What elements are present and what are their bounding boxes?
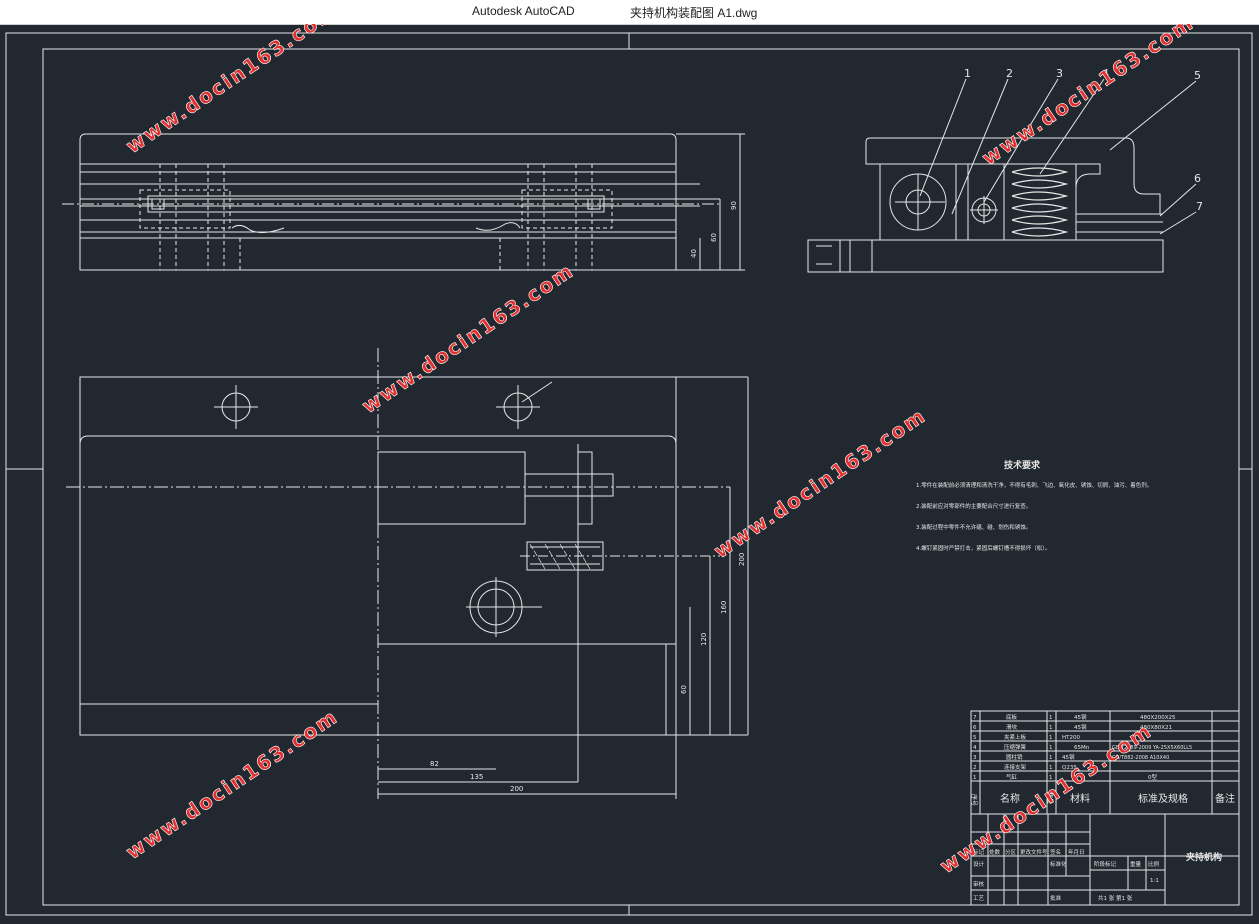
bom-row-3-no: 3 (973, 755, 977, 761)
bom-row-1-qty: 1 (1049, 775, 1053, 781)
balloon-2: 2 (1006, 67, 1013, 80)
dim-plan-200: 200 (738, 553, 746, 566)
front-view (62, 133, 745, 271)
title-block-stage: 阶段标记 (1094, 860, 1117, 868)
dim-plan-120: 120 (700, 633, 708, 646)
bom-header-spec: 标准及规格 (1138, 792, 1188, 805)
bom-row-5-no: 5 (973, 735, 977, 741)
bom-row-2-material: Q235 (1062, 765, 1077, 771)
balloon-4: 4 (1102, 67, 1109, 80)
bom-row-2-name: 连接支架 (1004, 763, 1027, 771)
title-block-count: 处数 (989, 848, 1001, 856)
bom-row-7-qty: 1 (1049, 715, 1053, 721)
bom-header-no: 序号 (970, 794, 978, 806)
title-block-std: 标准化 (1050, 860, 1067, 868)
balloon-1: 1 (964, 67, 971, 80)
balloon-6: 6 (1194, 172, 1201, 185)
bom-row-3-qty: 1 (1049, 755, 1053, 761)
bom-row-6-spec: 480X80X21 (1140, 725, 1172, 731)
bom-header-note: 备注 (1215, 792, 1235, 805)
title-block-review: 审核 (973, 880, 985, 888)
watermark-1: www.docin163.com (121, 24, 342, 158)
title-block-scale-value: 1:1 (1150, 878, 1159, 884)
tech-requirement-1: 1.零件在装配前必须清理和清洗干净，不得有毛刺、飞边、氧化皮、锈蚀、切屑、油污、… (916, 481, 1152, 489)
bom-header-qty: 数量 (1046, 792, 1054, 804)
title-block-zone: 分区 (1005, 848, 1017, 856)
bom-row-5-name: 夹紧上板 (1004, 733, 1027, 741)
title-block-process: 工艺 (973, 895, 985, 902)
dim-plan-60: 60 (680, 685, 688, 694)
bom-row-2-qty: 1 (1049, 765, 1053, 771)
watermark-3: www.docin163.com (357, 258, 578, 418)
tech-requirement-4: 4.螺钉紧固时严禁打击，紧固后螺钉槽不得损坏（松）。 (916, 544, 1051, 552)
bom-row-7-spec: 480X200X25 (1140, 715, 1176, 721)
dim-front-90: 90 (730, 201, 738, 210)
bom-row-3-name: 圆柱销 (1006, 753, 1023, 761)
bom-row-1-no: 1 (973, 775, 977, 781)
window-titlebar: Autodesk AutoCAD 夹持机构装配图 A1.dwg (0, 0, 1259, 25)
title-block-approve: 批准 (1050, 894, 1062, 902)
bom-row-6-qty: 1 (1049, 725, 1053, 731)
bom-header-name: 名称 (1000, 792, 1020, 805)
title-block-scale: 比例 (1148, 860, 1160, 868)
title-block-sign: 签名 (1050, 848, 1061, 856)
title-block-sheet-info: 共1 张 第1 张 (1098, 894, 1133, 902)
title-block-date: 年月日 (1068, 848, 1085, 856)
bom-row-7-no: 7 (973, 715, 977, 721)
watermark-2: www.docin163.com (977, 24, 1198, 170)
bom-row-4-no: 4 (973, 745, 977, 751)
bom-row-5-material: HT200 (1062, 735, 1080, 741)
bom-row-4-spec: GB/T2089-2009 YA-25X5X60LL5 (1112, 745, 1192, 751)
bom-row-6-no: 6 (973, 725, 977, 731)
bom-row-1-spec: 0型 (1148, 773, 1157, 781)
bom-row-5-qty: 1 (1049, 735, 1053, 741)
title-block-design: 设计 (973, 860, 985, 868)
bom-row-7-name: 底板 (1006, 713, 1018, 721)
bom-row-6-material: 45钢 (1074, 723, 1087, 731)
dim-front-40: 40 (690, 249, 698, 258)
bom-row-4-qty: 1 (1049, 745, 1053, 751)
bom-row-1-name: 气缸 (1006, 773, 1018, 781)
bom-row-4-name: 压缩弹簧 (1004, 743, 1027, 751)
bom-row-4-material: 65Mn (1074, 745, 1090, 751)
bom-row-3-spec: GB/T882-2008 A10X40 (1112, 755, 1169, 761)
tech-requirement-3: 3.装配过程中零件不允许磕、碰、划伤和锈蚀。 (916, 523, 1031, 531)
plan-view (66, 348, 749, 799)
balloon-7: 7 (1196, 200, 1203, 213)
dim-plan-135: 135 (470, 773, 483, 781)
dim-front-60: 60 (710, 233, 718, 242)
watermark-4: www.docin163.com (709, 403, 930, 563)
bom-table-grid (970, 710, 1240, 906)
tech-requirements-title: 技术要求 (1004, 459, 1041, 471)
title-block-mark: 标记 (973, 848, 985, 856)
bom-row-7-material: 45钢 (1074, 713, 1087, 721)
title-block-docno: 更改文件号 (1020, 848, 1048, 856)
bom-row-3-material: 45钢 (1062, 753, 1075, 761)
balloon-5: 5 (1194, 69, 1201, 82)
tech-requirement-2: 2.装配前应对零部件的主要配合尺寸进行复查。 (916, 502, 1031, 510)
bom-row-2-no: 2 (973, 765, 977, 771)
title-block-weight: 重量 (1130, 860, 1142, 868)
watermark-5: www.docin163.com (121, 704, 342, 864)
document-name: 夹持机构装配图 A1.dwg (630, 6, 758, 20)
sheet-inner-border (42, 48, 1240, 906)
bom-row-6-name: 滑块 (1006, 723, 1018, 731)
side-view (807, 78, 1197, 273)
bom-header-material: 材料 (1070, 792, 1090, 805)
dim-plan-200-horizontal: 200 (510, 785, 523, 793)
dim-plan-82: 82 (430, 760, 439, 768)
app-name: Autodesk AutoCAD (472, 4, 575, 18)
dim-plan-160: 160 (720, 601, 728, 614)
drawing-title: 夹持机构 (1186, 851, 1222, 863)
balloon-3: 3 (1056, 67, 1063, 80)
